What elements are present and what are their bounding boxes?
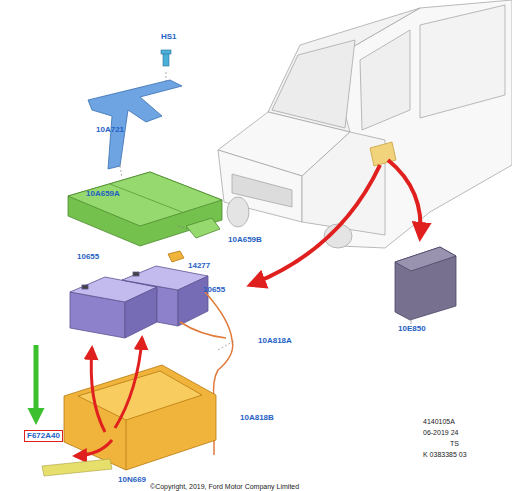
callout-number: 10A721 [96, 126, 124, 134]
callout-number: 10N669 [118, 476, 146, 484]
battery-illustration [70, 266, 208, 338]
callout-number: 10A659A [86, 190, 120, 198]
drawing-code: TS [450, 440, 459, 447]
callout-number: 10655 [77, 253, 99, 261]
copyright-notice: ©Copyright, 2019, Ford Motor Company Lim… [150, 483, 299, 490]
reference-number: K 0383385 03 [423, 451, 467, 458]
part-number: F672A40 [27, 431, 60, 440]
callout-number: 14277 [188, 262, 210, 270]
bracket-illustration [88, 50, 182, 178]
callout-number: 10A818B [240, 414, 274, 422]
tray-illustration [64, 365, 216, 470]
callout-number: 10A818A [258, 337, 292, 345]
callout-number: 10A659B [228, 236, 262, 244]
van-illustration [218, 0, 512, 248]
connector-callout: HS1 [161, 33, 177, 41]
strip-illustration [42, 459, 112, 476]
drawing-number: 4140105A [423, 418, 455, 425]
module-illustration [395, 247, 456, 324]
drawing-date: 06-2019 24 [423, 429, 458, 436]
callout-number: 10E850 [398, 325, 426, 333]
callout-number: 10655 [203, 286, 225, 294]
highlighted-part-number: F672A40 [24, 430, 63, 442]
cover-illustration [68, 172, 222, 262]
